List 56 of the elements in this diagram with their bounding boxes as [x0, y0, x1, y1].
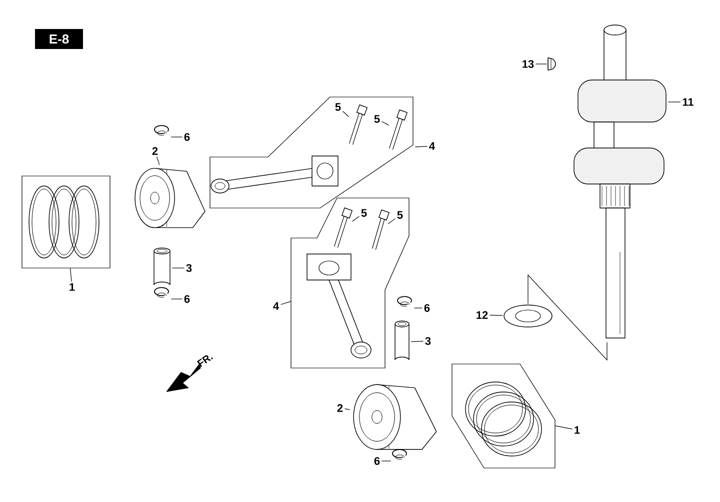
circlip-drawing — [392, 449, 407, 460]
callout-number: 4 — [273, 302, 279, 310]
callout-number: 2 — [337, 404, 343, 412]
callout-number: 4 — [429, 142, 435, 150]
callout-number: 6 — [374, 457, 380, 465]
callout-number: 2 — [152, 147, 158, 155]
callout-number: 13 — [522, 60, 534, 68]
leader-line — [410, 340, 424, 342]
piston-ring-drawing — [465, 382, 542, 456]
crankshaft-drawing — [574, 24, 666, 338]
leader-line — [352, 216, 360, 222]
callout-number: 6 — [184, 133, 190, 141]
leader-line — [342, 110, 350, 118]
leader-line — [344, 408, 350, 410]
leader-line — [381, 460, 392, 462]
callout-number: 5 — [361, 209, 367, 217]
leader-line — [70, 268, 72, 282]
callout-number: 3 — [425, 337, 431, 345]
group-outline — [210, 96, 414, 208]
circlip-drawing — [397, 296, 412, 307]
leader-line — [170, 298, 183, 300]
piston-drawing — [353, 384, 437, 450]
callout-number: 5 — [397, 211, 403, 219]
bracket-line — [528, 274, 608, 361]
leader-line — [170, 136, 183, 138]
callout-number: 5 — [335, 103, 341, 111]
piston-pin-drawing — [394, 320, 410, 360]
callout-number: 6 — [184, 295, 190, 303]
group-outline — [452, 364, 556, 468]
group-outline — [22, 176, 110, 268]
leader-line — [414, 146, 428, 148]
circlip-drawing — [154, 125, 169, 136]
callout-number: 5 — [374, 115, 380, 123]
piston-pin-drawing — [154, 248, 170, 286]
leader-line — [554, 426, 573, 430]
callout-number: 11 — [682, 98, 694, 106]
piston-ring-drawing — [28, 186, 100, 258]
leader-line — [381, 121, 390, 126]
circlip-drawing — [154, 287, 169, 298]
connecting-rod-drawing — [210, 156, 338, 194]
page-badge: E-8 — [35, 29, 83, 49]
callout-number: 12 — [476, 311, 488, 319]
direction-label: FR. — [196, 355, 213, 368]
connecting-rod-drawing — [306, 254, 372, 358]
washer-drawing — [504, 304, 552, 328]
piston-drawing — [134, 168, 206, 228]
callout-number: 6 — [424, 304, 430, 312]
callout-number: 1 — [70, 283, 75, 291]
leader-line — [490, 314, 504, 316]
leader-line — [156, 156, 160, 166]
callout-number: 3 — [186, 264, 192, 272]
leader-line — [280, 301, 292, 305]
group-outline — [290, 198, 410, 368]
leader-line — [388, 218, 396, 224]
key-drawing — [548, 58, 556, 70]
callout-number: 1 — [574, 426, 580, 434]
